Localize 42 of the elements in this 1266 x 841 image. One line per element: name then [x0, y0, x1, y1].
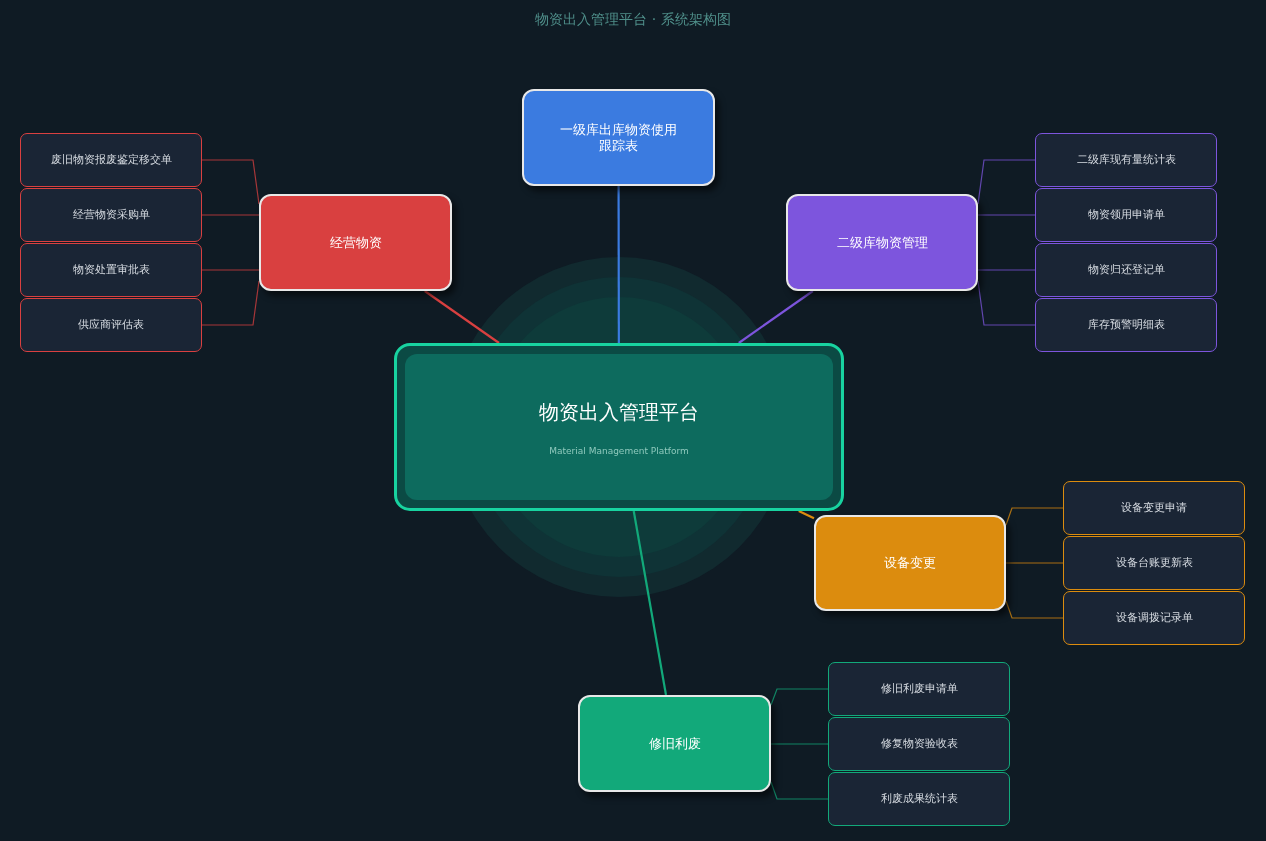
connector-line [201, 159, 260, 205]
connector-line [201, 269, 260, 271]
connector-line [798, 510, 815, 520]
connector-line [770, 781, 829, 800]
connector-line [617, 186, 620, 343]
branch-box: 二级库物资管理 [786, 194, 978, 291]
diagram-title: 物资出入管理平台 · 系统架构图 [534, 11, 732, 29]
form-box: 二级库现有量统计表 [1035, 133, 1217, 187]
connector-line [1005, 507, 1064, 526]
form-box: 修旧利废申请单 [828, 662, 1010, 716]
connector-line [738, 290, 814, 344]
connector-line [977, 214, 1036, 216]
connector-line [1005, 600, 1064, 619]
connector-line [977, 280, 1036, 326]
form-box: 物资归还登记单 [1035, 243, 1217, 297]
connector-line [201, 214, 260, 216]
connector-line [201, 280, 260, 326]
form-box: 修复物资验收表 [828, 717, 1010, 771]
connector-line [770, 688, 829, 706]
connector-line [632, 510, 668, 696]
form-box: 利废成果统计表 [828, 772, 1010, 826]
branch-box: 设备变更 [814, 515, 1006, 611]
form-box: 库存预警明细表 [1035, 298, 1217, 352]
branch-box: 一级库出库物资使用跟踪表 [522, 89, 715, 186]
hub-box [394, 343, 844, 511]
hub-title: 物资出入管理平台 [539, 398, 699, 426]
connector-line [1005, 562, 1064, 564]
branch-box: 修旧利废 [578, 695, 771, 792]
branch-box: 经营物资 [259, 194, 452, 291]
connector-line [770, 743, 829, 745]
form-box: 供应商评估表 [20, 298, 202, 352]
connector-line [977, 269, 1036, 271]
form-box: 设备调拨记录单 [1063, 591, 1245, 645]
hub-subtitle: Material Management Platform [549, 445, 689, 456]
form-box: 物资处置审批表 [20, 243, 202, 297]
connector-line [424, 290, 500, 344]
form-box: 设备变更申请 [1063, 481, 1245, 535]
form-box: 经营物资采购单 [20, 188, 202, 242]
form-box: 废旧物资报废鉴定移交单 [20, 133, 202, 187]
form-box: 物资领用申请单 [1035, 188, 1217, 242]
form-box: 设备台账更新表 [1063, 536, 1245, 590]
connector-line [977, 159, 1036, 205]
